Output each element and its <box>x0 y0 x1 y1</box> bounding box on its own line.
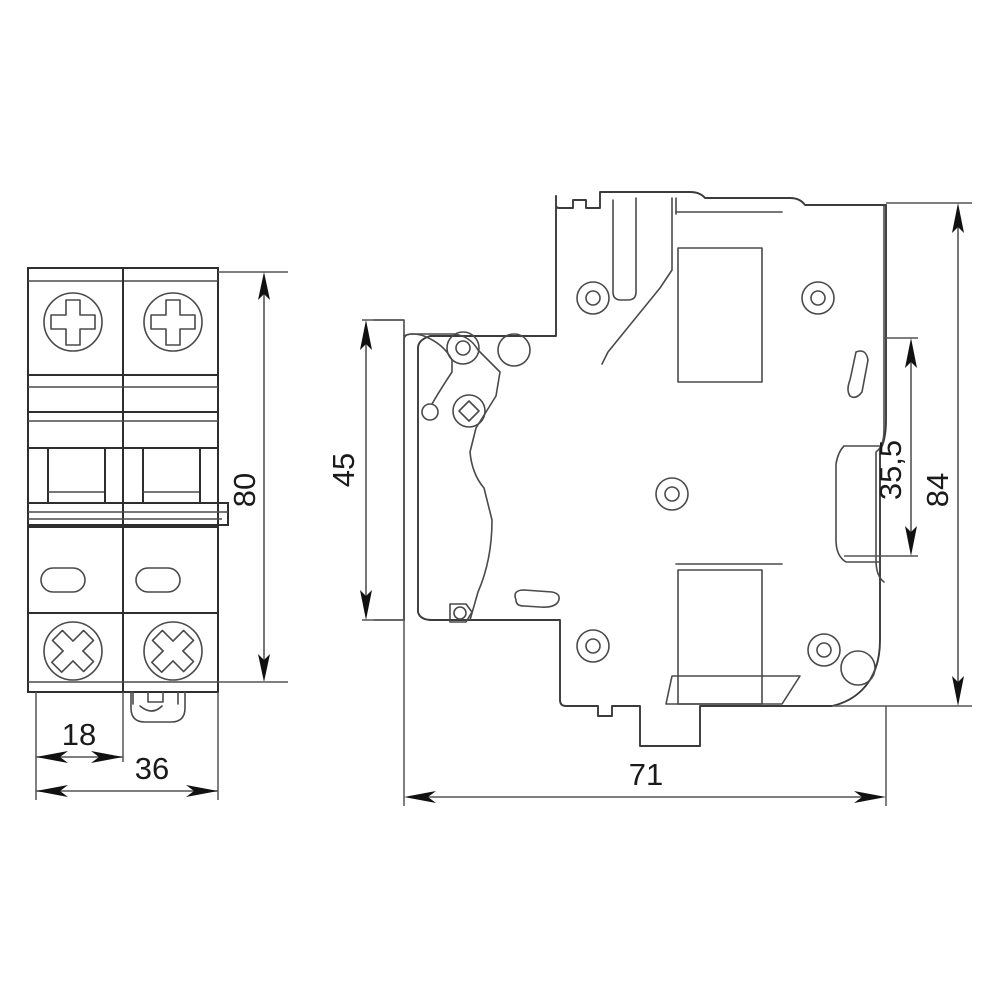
square-rivet-lower <box>449 603 473 623</box>
side-view <box>373 191 887 747</box>
dim-label-36: 36 <box>135 751 169 786</box>
dim-label-71: 71 <box>629 757 663 792</box>
label-window-right <box>135 567 181 593</box>
dimension-module-width: 18 <box>36 717 123 763</box>
rivet-actuator <box>446 331 480 365</box>
toggle-lever <box>28 447 229 528</box>
terminal-screw-top-right <box>143 292 203 352</box>
upper-terminal-cavity <box>677 247 763 383</box>
din-rail-clip <box>130 691 186 723</box>
rivet-top-left <box>576 281 610 315</box>
mounting-slot <box>514 589 560 608</box>
dimension-overall-depth: 84 <box>832 202 972 707</box>
side-left-shelf <box>373 319 405 337</box>
lower-terminal-cavity <box>677 569 763 705</box>
dimension-front-projection: 35,5 <box>844 337 918 557</box>
dim-label-80: 80 <box>227 473 262 507</box>
dim-label-45: 45 <box>326 453 361 487</box>
lower-cavity-base <box>665 675 801 705</box>
rivet-bottom-left <box>576 629 610 663</box>
hole-plain-lower <box>840 650 876 686</box>
rivet-top-right <box>801 281 835 315</box>
terminal-screw-bottom-left <box>43 621 103 681</box>
hole-plain-upper <box>497 333 531 367</box>
dim-label-84: 84 <box>920 473 955 507</box>
diamond-rivet <box>452 394 486 428</box>
terminal-screw-top-left <box>43 292 103 352</box>
dimension-body-length: 71 <box>403 620 887 806</box>
side-shoulder-diagonal <box>601 197 673 365</box>
rivet-middle <box>655 477 689 511</box>
dimension-total-width: 36 <box>36 751 218 797</box>
dim-label-35-5: 35,5 <box>873 440 908 500</box>
dimension-mounting-depth: 45 <box>326 319 404 621</box>
dim-label-18: 18 <box>62 717 96 752</box>
side-right-latch-arm <box>875 205 885 583</box>
din-rail-latch <box>847 350 869 399</box>
rivet-bottom-right <box>807 633 841 667</box>
dimension-front-height: 80 <box>218 271 288 683</box>
front-view <box>27 267 229 800</box>
terminal-screw-bottom-right <box>143 621 203 681</box>
hole-small <box>421 403 439 421</box>
upper-terminal-band <box>28 374 218 422</box>
label-window-left <box>40 567 86 593</box>
side-top-trench <box>612 197 637 301</box>
